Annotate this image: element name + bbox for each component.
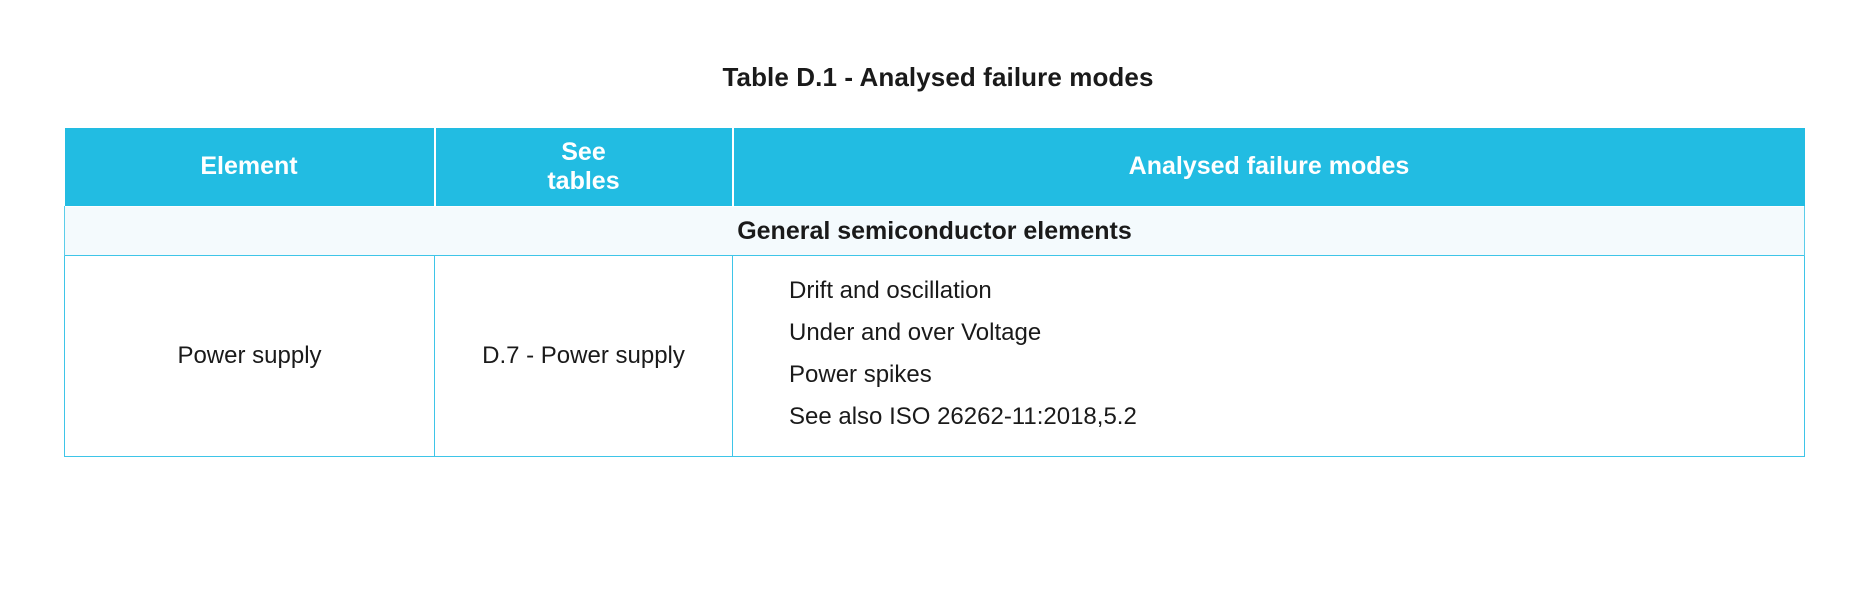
failure-mode-item: Power spikes: [789, 361, 932, 388]
table-header-row: Element See tables Analysed failure mode…: [64, 128, 1805, 207]
column-header-element: Element: [64, 128, 436, 207]
cell-failure-modes: Drift and oscillation Under and over Vol…: [732, 255, 1805, 457]
group-row-label: General semiconductor elements: [64, 206, 1805, 256]
table-body: General semiconductor elements Power sup…: [64, 206, 1805, 457]
cell-element: Power supply: [64, 255, 435, 457]
table-row: Power supply D.7 - Power supply Drift an…: [64, 255, 1805, 457]
analysed-failure-modes-table: Element See tables Analysed failure mode…: [64, 128, 1805, 457]
column-header-see-tables: See tables: [434, 128, 734, 207]
column-header-see-tables-line1: See: [561, 137, 606, 166]
cell-see-tables: D.7 - Power supply: [434, 255, 733, 457]
failure-mode-reference: See also ISO 26262-11:2018,5.2: [789, 403, 1137, 430]
table-header: Element See tables Analysed failure mode…: [64, 128, 1805, 207]
failure-mode-item: Drift and oscillation: [789, 277, 992, 304]
page-title: Table D.1 - Analysed failure modes: [722, 62, 1154, 92]
table-group-row: General semiconductor elements: [64, 206, 1805, 256]
column-header-see-tables-line2: tables: [547, 167, 620, 195]
table-container: Element See tables Analysed failure mode…: [64, 128, 1805, 457]
column-header-analysed-failure-modes: Analysed failure modes: [732, 128, 1805, 207]
failure-mode-item: Under and over Voltage: [789, 319, 1042, 346]
